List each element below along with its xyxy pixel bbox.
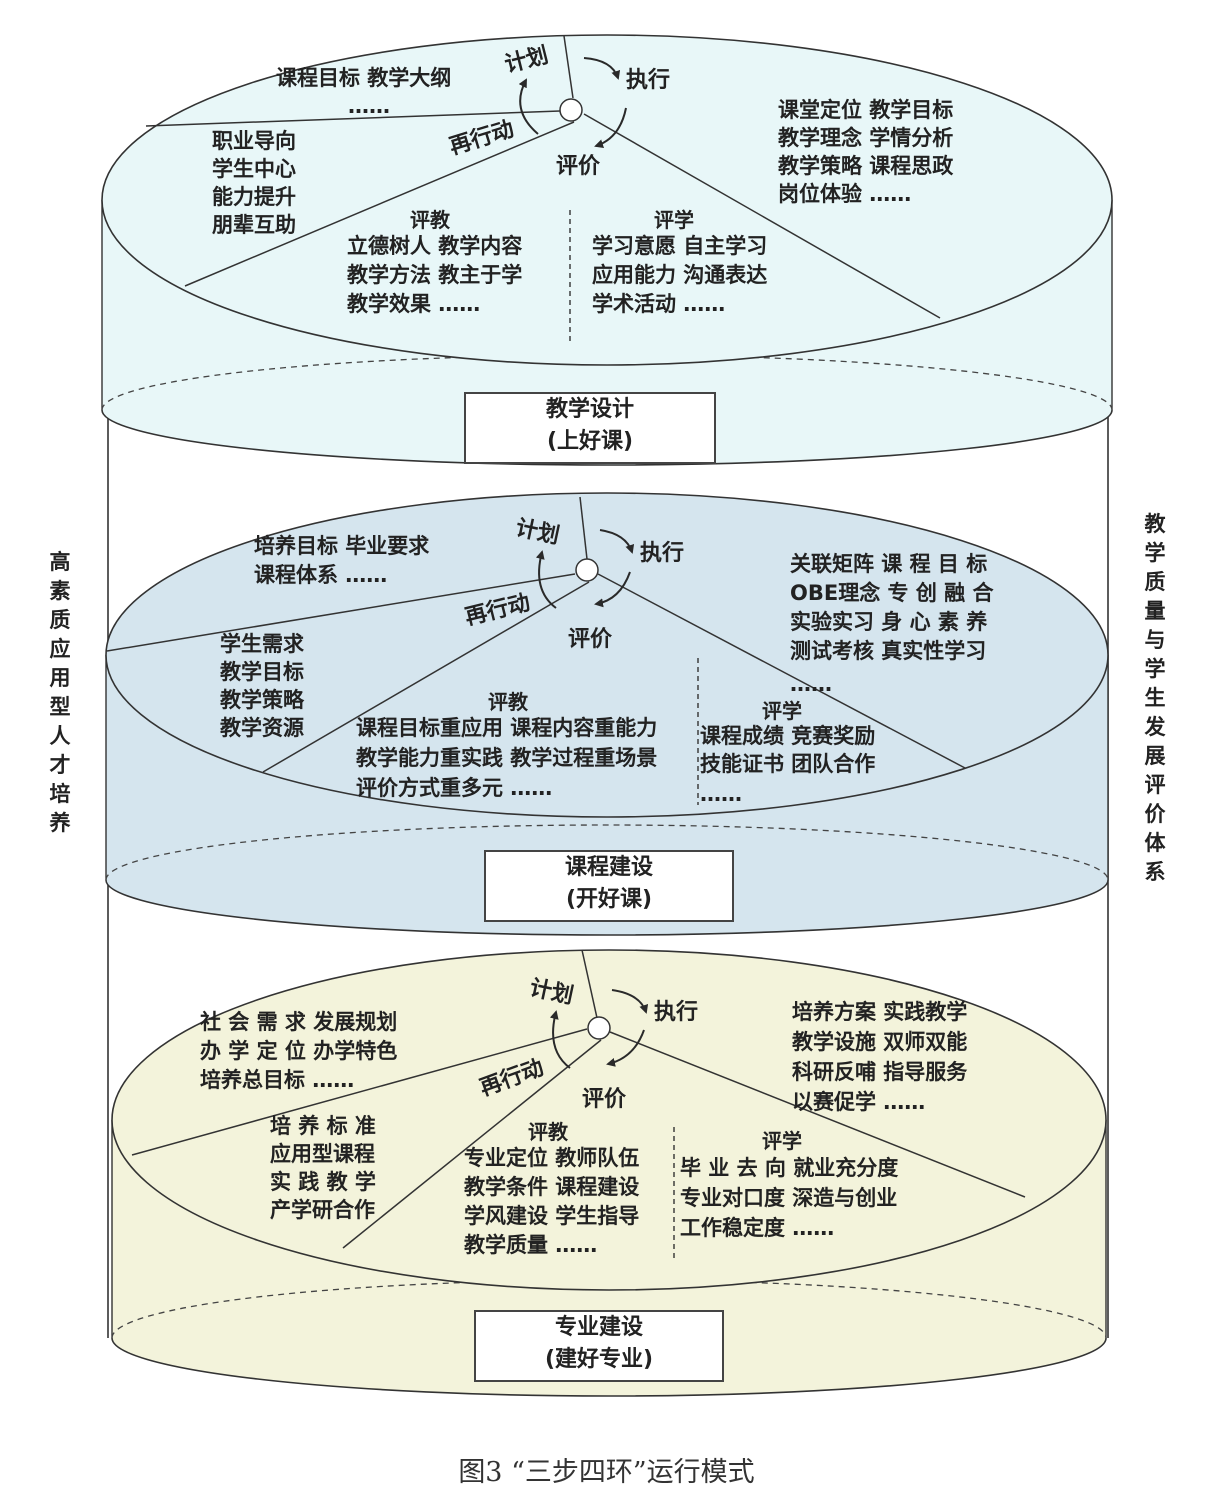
bottom-cycle-hub (587, 1016, 611, 1040)
top-eval-teach-line-2: 教学方法 教主于学 (347, 263, 523, 287)
top-left-line-1: 职业导向 (212, 129, 296, 153)
middle-upper-left-line-2: 课程体系 …… (254, 563, 388, 587)
bottom-eval-learn-title: 评学 (762, 1129, 802, 1153)
bottom-upper-left-line-2: 办 学 定 位 办学特色 (200, 1039, 398, 1063)
top-cycle-evaluate-label: 评价 (556, 154, 601, 179)
top-left-line-3: 能力提升 (212, 185, 296, 209)
bottom-layer-top-ellipse (111, 949, 1107, 1291)
middle-layer-title: 课程建设 (564, 855, 653, 880)
top-eval-teach-line-1: 立德树人 教学内容 (347, 234, 523, 258)
middle-eval-teach-title: 评教 (488, 690, 528, 714)
top-eval-learn-line-2: 应用能力 沟通表达 (592, 263, 768, 287)
middle-eval-learn-line-1: 课程成绩 竞赛奖励 (700, 724, 876, 748)
bottom-upper-left-line-1: 社 会 需 求 发展规划 (200, 1010, 398, 1034)
bottom-eval-learn-line-3: 工作稳定度 …… (680, 1216, 835, 1240)
middle-right-line-3: 实验实习 身 心 素 养 (790, 610, 988, 634)
middle-cycle-arrow-react (535, 550, 557, 609)
middle-right-line-5: …… (790, 672, 832, 696)
middle-layer-title-box: 课程建设 (开好课) (484, 850, 734, 922)
middle-layer-subtitle: (开好课) (565, 887, 653, 912)
middle-right-line-4: 测试考核 真实性学习 (790, 639, 987, 663)
top-eval-teach-line-3: 教学效果 …… (347, 292, 481, 316)
figure-caption: 图3 “三步四环”运行模式 (458, 1457, 755, 1488)
top-right-line-3: 教学策略 课程思政 (778, 154, 954, 178)
middle-layer-top-ellipse (105, 492, 1109, 818)
top-cycle-execute-label: 执行 (626, 68, 671, 93)
middle-layer (105, 492, 1109, 936)
top-upper-left-line-2: …… (348, 94, 390, 118)
bottom-cycle-evaluate-label: 评价 (582, 1087, 627, 1112)
bottom-layer-title-box: 专业建设 (建好专业) (474, 1310, 724, 1382)
top-layer-title: 教学设计 (545, 397, 634, 422)
top-layer (101, 34, 1113, 466)
top-eval-learn-line-1: 学习意愿 自主学习 (592, 234, 768, 258)
middle-eval-teach-line-1: 课程目标重应用 课程内容重能力 (356, 716, 658, 740)
top-cycle-arrow-react (518, 78, 539, 135)
bottom-left-line-4: 产学研合作 (270, 1198, 375, 1222)
middle-eval-learn-title: 评学 (762, 699, 802, 723)
bottom-layer (111, 949, 1107, 1397)
top-right-line-1: 课堂定位 教学目标 (778, 98, 954, 122)
right-vertical-label: 教学质量与学生发展评价体系 (1144, 512, 1166, 884)
bottom-right-line-4: 以赛促学 …… (792, 1090, 926, 1114)
top-eval-teach-title: 评教 (410, 208, 450, 232)
bottom-right-line-3: 科研反哺 指导服务 (792, 1060, 968, 1084)
bottom-left-line-2: 应用型课程 (270, 1142, 375, 1166)
middle-cycle-evaluate-label: 评价 (568, 627, 613, 652)
bottom-cycle-arrow-execute (611, 989, 649, 1014)
middle-left-line-1: 学生需求 (220, 632, 304, 656)
middle-eval-teach-line-2: 教学能力重实践 教学过程重场景 (356, 746, 658, 770)
middle-left-line-3: 教学策略 (220, 688, 304, 712)
top-upper-left-line-1: 课程目标 教学大纲 (276, 66, 452, 90)
top-right-line-4: 岗位体验 …… (778, 182, 912, 206)
bottom-eval-teach-line-3: 学风建设 学生指导 (464, 1204, 640, 1228)
middle-right-line-1: 关联矩阵 课 程 目 标 (790, 552, 988, 576)
middle-upper-left-line-1: 培养目标 毕业要求 (254, 534, 430, 558)
bottom-cycle-execute-label: 执行 (654, 1000, 699, 1025)
bottom-right-line-1: 培养方案 实践教学 (792, 1000, 968, 1024)
top-eval-learn-title: 评学 (654, 208, 694, 232)
middle-right-line-2: OBE理念 专 创 融 合 (790, 581, 994, 605)
bottom-right-line-2: 教学设施 双师双能 (792, 1030, 968, 1054)
middle-cycle-arrow-evaluate (594, 571, 631, 608)
bottom-eval-learn-line-2: 专业对口度 深造与创业 (680, 1186, 898, 1210)
middle-left-line-2: 教学目标 (220, 660, 304, 684)
bottom-eval-teach-title: 评教 (528, 1120, 568, 1144)
middle-eval-learn-line-2: 技能证书 团队合作 (700, 752, 876, 776)
bottom-upper-left-line-3: 培养总目标 …… (200, 1068, 355, 1092)
top-cycle-arrow-evaluate (594, 107, 627, 149)
bottom-eval-teach-line-4: 教学质量 …… (464, 1233, 598, 1257)
top-left-line-4: 朋辈互助 (212, 213, 296, 237)
bottom-eval-teach-line-1: 专业定位 教师队伍 (464, 1146, 640, 1170)
middle-cycle-execute-label: 执行 (640, 541, 685, 566)
top-layer-base-curve (101, 409, 1113, 466)
bottom-layer-title: 专业建设 (554, 1315, 643, 1340)
bottom-cycle-arrow-react (549, 1010, 571, 1069)
middle-left-line-4: 教学资源 (220, 716, 304, 740)
bottom-layer-subtitle: (建好专业) (544, 1347, 654, 1372)
bottom-cycle-arrow-evaluate (606, 1029, 645, 1067)
middle-cycle-arrow-execute (599, 529, 635, 554)
middle-layer-base-curve (105, 879, 1109, 936)
middle-cycle-hub (575, 558, 599, 582)
bottom-left-line-3: 实 践 教 学 (270, 1170, 376, 1194)
top-layer-top-ellipse (101, 34, 1113, 366)
top-cycle-hub (559, 98, 583, 122)
left-vertical-label: 高素质应用型人才培养 (49, 550, 71, 835)
top-left-line-2: 学生中心 (212, 157, 296, 181)
middle-eval-learn-line-3: …… (700, 782, 742, 806)
bottom-left-line-1: 培 养 标 准 (270, 1114, 376, 1138)
top-layer-title-box: 教学设计 (上好课) (464, 392, 716, 464)
top-eval-learn-line-3: 学术活动 …… (592, 292, 726, 316)
bottom-eval-learn-line-1: 毕 业 去 向 就业充分度 (680, 1156, 899, 1180)
top-right-line-2: 教学理念 学情分析 (778, 126, 954, 150)
top-layer-subtitle: (上好课) (546, 429, 634, 454)
bottom-layer-base-curve (111, 1337, 1107, 1397)
bottom-eval-teach-line-2: 教学条件 课程建设 (464, 1175, 640, 1199)
middle-eval-teach-line-3: 评价方式重多元 …… (356, 776, 553, 800)
top-cycle-arrow-execute (583, 57, 621, 80)
